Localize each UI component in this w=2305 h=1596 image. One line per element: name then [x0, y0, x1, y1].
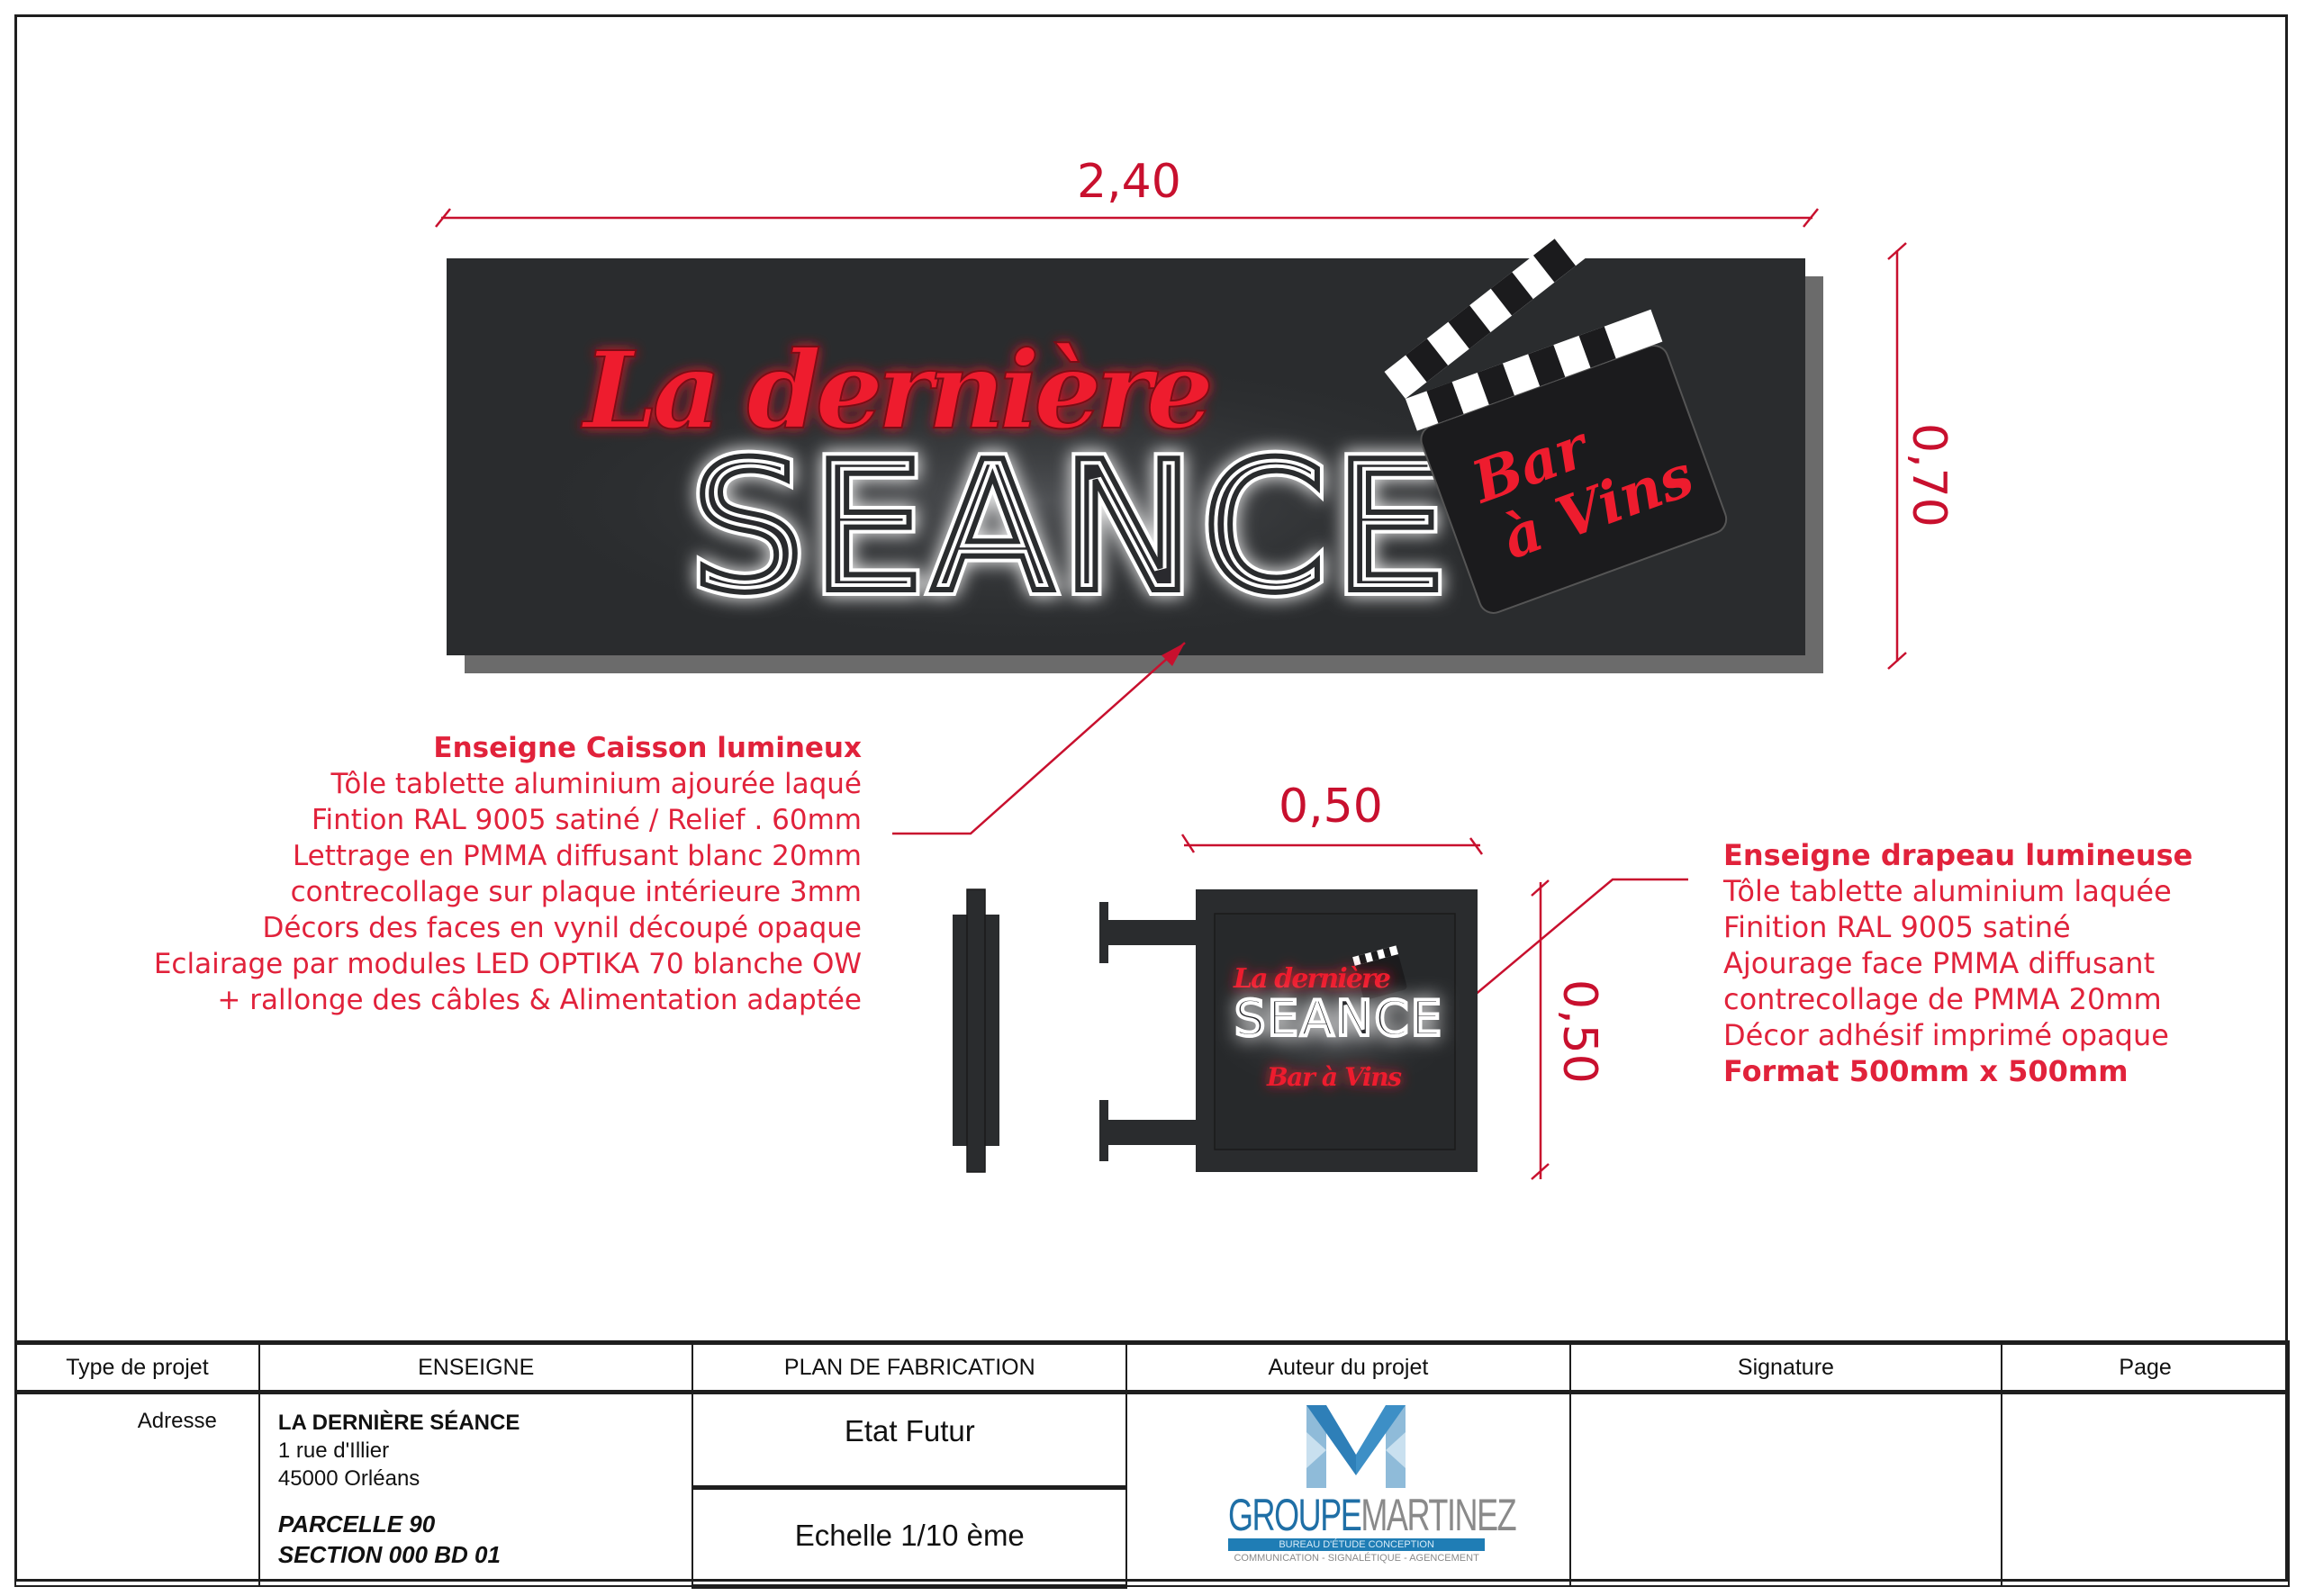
- header-enseigne: ENSEIGNE: [258, 1340, 694, 1394]
- logo-name: GROUPEMARTINEZ: [1228, 1490, 1517, 1540]
- drapeau-line: Tôle tablette aluminium laquée: [1723, 874, 2172, 908]
- flag-sign-line2: SEANCE: [1234, 990, 1442, 1047]
- header-page: Page: [2001, 1340, 2290, 1394]
- header-signature: Signature: [1568, 1340, 2003, 1394]
- main-sign-halo: [495, 333, 1576, 639]
- logo-banner: BUREAU D'ÉTUDE CONCEPTION: [1228, 1538, 1486, 1551]
- drapeau-line: Finition RAL 9005 satiné: [1723, 910, 2071, 944]
- title-block: Type de projet ENSEIGNE PLAN DE FABRICAT…: [14, 1340, 2290, 1589]
- flag-sign-front-view: La dernière SEANCE Bar à Vins: [1099, 889, 1478, 1172]
- flag-sign-line3: Bar à Vins: [1266, 1062, 1402, 1092]
- drapeau-description: Enseigne drapeau lumineuse Tôle tablette…: [1723, 837, 2192, 1089]
- header-type-projet: Type de projet: [14, 1340, 260, 1394]
- flag-sign-side-view: [953, 888, 999, 1173]
- address-cell: LA DERNIÈRE SÉANCE 1 rue d'Illier 45000 …: [258, 1391, 694, 1587]
- logo-name-part1: GROUPE: [1228, 1490, 1362, 1540]
- caisson-line: Décors des faces en vynil découpé opaque: [262, 912, 862, 944]
- address-label: Adresse: [14, 1391, 260, 1587]
- state-cell: Etat Futur: [692, 1391, 1128, 1490]
- clapperboard-icon: Bar à Vins: [1384, 211, 1728, 614]
- flag-sign-line1: La dernière: [1233, 963, 1391, 995]
- logo-name-part2: MARTINEZ: [1360, 1490, 1517, 1540]
- dim-label-main-width: 2,40: [1077, 155, 1181, 209]
- main-sign: La dernière SEANCE SEANCE Bar à Vins: [447, 211, 1823, 673]
- street: 1 rue d'Illier: [277, 1438, 390, 1463]
- arrow-head-caisson: [1162, 643, 1185, 666]
- logo-m-icon: [1306, 1405, 1406, 1488]
- caisson-line: contrecollage sur plaque intérieure 3mm: [290, 876, 862, 908]
- drapeau-line: Décor adhésif imprimé opaque: [1723, 1018, 2169, 1052]
- header-plan: PLAN DE FABRICATION: [692, 1340, 1128, 1394]
- caisson-line: Lettrage en PMMA diffusant blanc 20mm: [292, 840, 862, 872]
- leader-drapeau: [1451, 878, 1688, 1015]
- dim-label-flag-height: 0,50: [1552, 979, 1606, 1084]
- signature-cell: [1568, 1391, 2003, 1587]
- scale-cell: Echelle 1/10 ème: [692, 1486, 1128, 1589]
- caisson-line: Eclairage par modules LED OPTIKA 70 blan…: [153, 948, 862, 980]
- parcelle: PARCELLE 90: [277, 1510, 436, 1537]
- main-sign-line1: La dernière: [581, 328, 1214, 453]
- header-auteur: Auteur du projet: [1125, 1340, 1571, 1394]
- section: SECTION 000 BD 01: [277, 1541, 501, 1568]
- caisson-description: Enseigne Caisson lumineux Tôle tablette …: [154, 730, 862, 1018]
- author-cell: GROUPEMARTINEZ BUREAU D'ÉTUDE CONCEPTION…: [1125, 1391, 1571, 1587]
- dim-label-flag-width: 0,50: [1279, 780, 1383, 834]
- caisson-line: Fintion RAL 9005 satiné / Relief . 60mm: [311, 804, 862, 836]
- wall-bracket: [1099, 902, 1196, 1161]
- drapeau-line: Ajourage face PMMA diffusant: [1723, 946, 2156, 980]
- drapeau-line: contrecollage de PMMA 20mm: [1723, 982, 2162, 1016]
- drapeau-format: Format 500mm x 500mm: [1723, 1054, 2129, 1088]
- main-sign-line2-inner: SEANCE: [691, 423, 1447, 633]
- groupe-martinez-logo: GROUPEMARTINEZ BUREAU D'ÉTUDE CONCEPTION…: [1127, 1394, 1569, 1585]
- main-sign-line2-outer: SEANCE: [691, 423, 1447, 633]
- dimension-lines: [435, 208, 1907, 1180]
- city: 45000 Orléans: [277, 1466, 420, 1491]
- page-cell: [2001, 1391, 2290, 1587]
- dim-label-main-height: 0,70: [1902, 423, 1956, 527]
- caisson-line: Tôle tablette aluminium ajourée laqué: [330, 768, 862, 800]
- caisson-title: Enseigne Caisson lumineux: [433, 732, 862, 764]
- caisson-line: + rallonge des câbles & Alimentation ada…: [217, 984, 862, 1016]
- leader-caisson: [892, 642, 1186, 835]
- drapeau-title: Enseigne drapeau lumineuse: [1723, 838, 2193, 872]
- logo-tagline: COMMUNICATION - SIGNALÉTIQUE - AGENCEMEN…: [1234, 1553, 1479, 1564]
- client-name: LA DERNIÈRE SÉANCE: [277, 1411, 520, 1435]
- flag-clapperboard-icon: [1352, 945, 1407, 1000]
